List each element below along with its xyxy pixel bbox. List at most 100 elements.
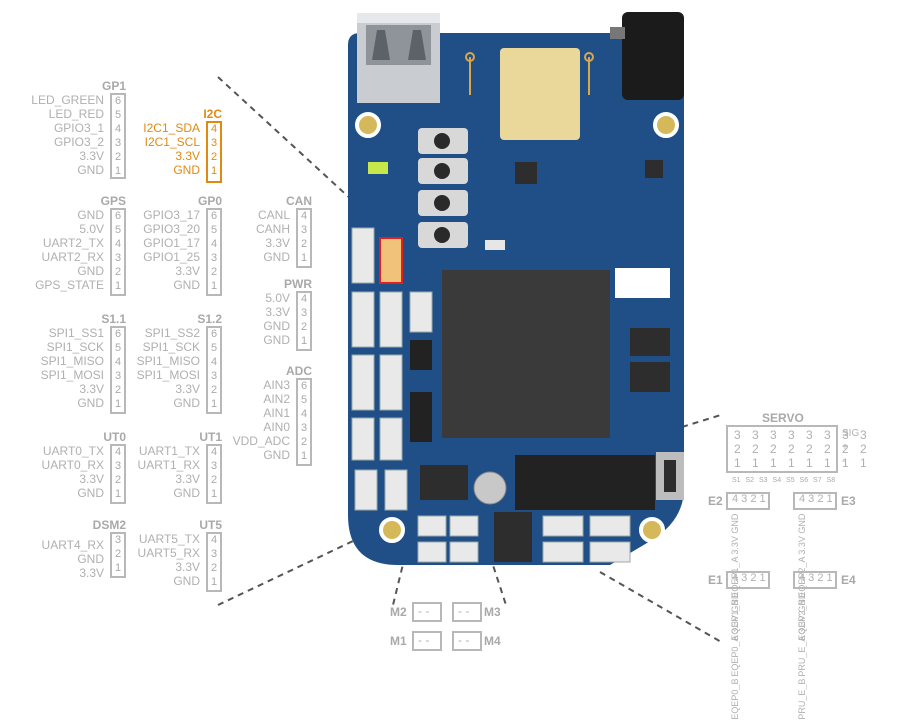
pin-label: 5.0V	[79, 222, 104, 236]
motor-pins: - -	[418, 604, 430, 618]
encoder-name: E4	[841, 573, 856, 587]
encoder-pin: 3.3V	[730, 615, 740, 634]
pin-number: 4	[300, 293, 308, 305]
pin-number: 3	[114, 137, 122, 149]
pin-label: VDD_ADC	[232, 434, 290, 448]
pin-label: 3.3V	[175, 560, 200, 574]
encoder-digits: 4 3 2 1	[732, 572, 766, 584]
encoder-pin: GND	[730, 593, 740, 613]
motor-header	[412, 602, 442, 622]
pin-number: 2	[114, 266, 122, 278]
pin-number: 3	[300, 307, 308, 319]
pin-number: 2	[114, 151, 122, 163]
pin-header: 6 5 4 3 2 1	[206, 208, 222, 296]
pin-number: 4	[114, 123, 122, 135]
pin-label: 3.3V	[79, 566, 104, 580]
servo-row-1: 1 1 1 1 1 1 1 1	[734, 456, 871, 470]
group-title: S1.2	[197, 312, 222, 326]
pin-number: 4	[210, 534, 218, 546]
pin-number: 3	[300, 224, 308, 236]
pin-label: AIN3	[263, 378, 290, 392]
mounting-holes	[355, 112, 679, 543]
status-led	[368, 162, 388, 174]
pin-number: 4	[114, 446, 122, 458]
jst-connectors	[351, 227, 433, 511]
pin-number: 6	[300, 380, 308, 392]
s1-2-group: S1.2 6 5 4 3 2 1 SPI1_SS2 SPI1_SCK SPI1_…	[130, 312, 222, 414]
usb-connector	[357, 13, 440, 103]
encoder-pin: EQEP0_A	[730, 635, 740, 677]
pin-header: 6 5 4 3 2 1	[206, 326, 222, 414]
pin-header: 6 5 4 3 2 1	[110, 326, 126, 414]
pin-number: 1	[114, 280, 122, 292]
pin-label: UART5_RX	[137, 546, 200, 560]
encoder-pin: 3.3V	[797, 536, 807, 555]
pin-label: GND	[263, 448, 290, 462]
encoder-e4: 4 3 2 1 E4 PRU_E_B PRU_E_A 3.3V GND	[793, 571, 863, 720]
pin-label: UART2_TX	[42, 236, 104, 250]
pin-label: SPI1_SCK	[142, 340, 200, 354]
servo-header-block	[515, 455, 655, 510]
pin-number: 5	[114, 109, 122, 121]
motor-m2: M2 - -	[390, 602, 446, 622]
servo-title: SERVO	[762, 411, 804, 425]
pin-label: SPI1_MISO	[40, 354, 104, 368]
servo-group: SERVO 3 3 3 3 3 3 3 3 2 2 2 2 2 2 2 2 1 …	[726, 411, 867, 491]
pin-number: 4	[210, 356, 218, 368]
pin-number: 3	[114, 370, 122, 382]
pin-header: 4 3 2 1	[206, 532, 222, 592]
pin-number: 1	[210, 488, 218, 500]
group-title: DSM2	[92, 518, 126, 532]
servo-header	[726, 425, 838, 473]
pin-number: 6	[210, 328, 218, 340]
group-title: I2C	[203, 107, 222, 121]
ut0-group: UT0 4 3 2 1 UART0_TX UART0_RX 3.3V GND	[30, 430, 126, 504]
pin-number: 5	[300, 394, 308, 406]
motor-header	[412, 631, 442, 651]
encoder-pin: PRU_E_B	[797, 678, 807, 720]
pin-header: 4 3 2 1	[206, 444, 222, 504]
pin-label: GPIO3_20	[143, 222, 200, 236]
pin-number: 6	[114, 95, 122, 107]
pin-label: GPIO3_17	[143, 208, 200, 222]
pin-number: 2	[114, 474, 122, 486]
pin-label: CANH	[255, 222, 290, 236]
pin-label: GND	[77, 396, 104, 410]
pin-label: GPIO3_1	[53, 121, 104, 135]
pin-label: SPI1_SS2	[144, 326, 200, 340]
pin-header: 6 5 4 3 2 1	[296, 378, 312, 466]
pin-label: GPS_STATE	[35, 278, 104, 292]
pin-label: UART2_RX	[41, 250, 104, 264]
pin-number: 5	[114, 342, 122, 354]
encoder-header	[726, 492, 770, 510]
group-title: ADC	[286, 364, 312, 378]
pin-label: UART1_TX	[138, 444, 200, 458]
pin-label: GND	[173, 396, 200, 410]
encoder-digits: 4 3 2 1	[732, 493, 766, 505]
pin-label: 3.3V	[265, 305, 290, 319]
adc-group: ADC 6 5 4 3 2 1 AIN3 AIN2 AIN1 AIN0 VDD_…	[226, 364, 312, 468]
pin-number: 2	[210, 562, 218, 574]
pin-number: 1	[210, 280, 218, 292]
encoder-pin: 3.3V	[797, 615, 807, 634]
pin-label: GND	[173, 278, 200, 292]
gps-group: GPS 6 5 4 3 2 1 GND 5.0V UART2_TX UART2_…	[30, 194, 126, 296]
pin-number: 1	[300, 252, 308, 264]
pin-header: 6 5 4 3 2 1	[110, 208, 126, 296]
motor-header	[452, 602, 482, 622]
pin-number: 2	[210, 266, 218, 278]
pin-number: 3	[210, 460, 218, 472]
encoder-name: E3	[841, 494, 856, 508]
pin-label: 3.3V	[175, 382, 200, 396]
pin-label: GND	[77, 163, 104, 177]
pin-label: GND	[263, 250, 290, 264]
pin-number: 1	[114, 165, 122, 177]
group-title: UT5	[199, 518, 222, 532]
pin-number: 2	[210, 474, 218, 486]
pin-number: 3	[114, 534, 122, 546]
pin-label: 3.3V	[79, 472, 104, 486]
group-title: GP1	[101, 79, 126, 93]
pin-number: 1	[300, 450, 308, 462]
dsm2-group: DSM2 3 2 1 UART4_RX GND 3.3V	[30, 518, 126, 580]
